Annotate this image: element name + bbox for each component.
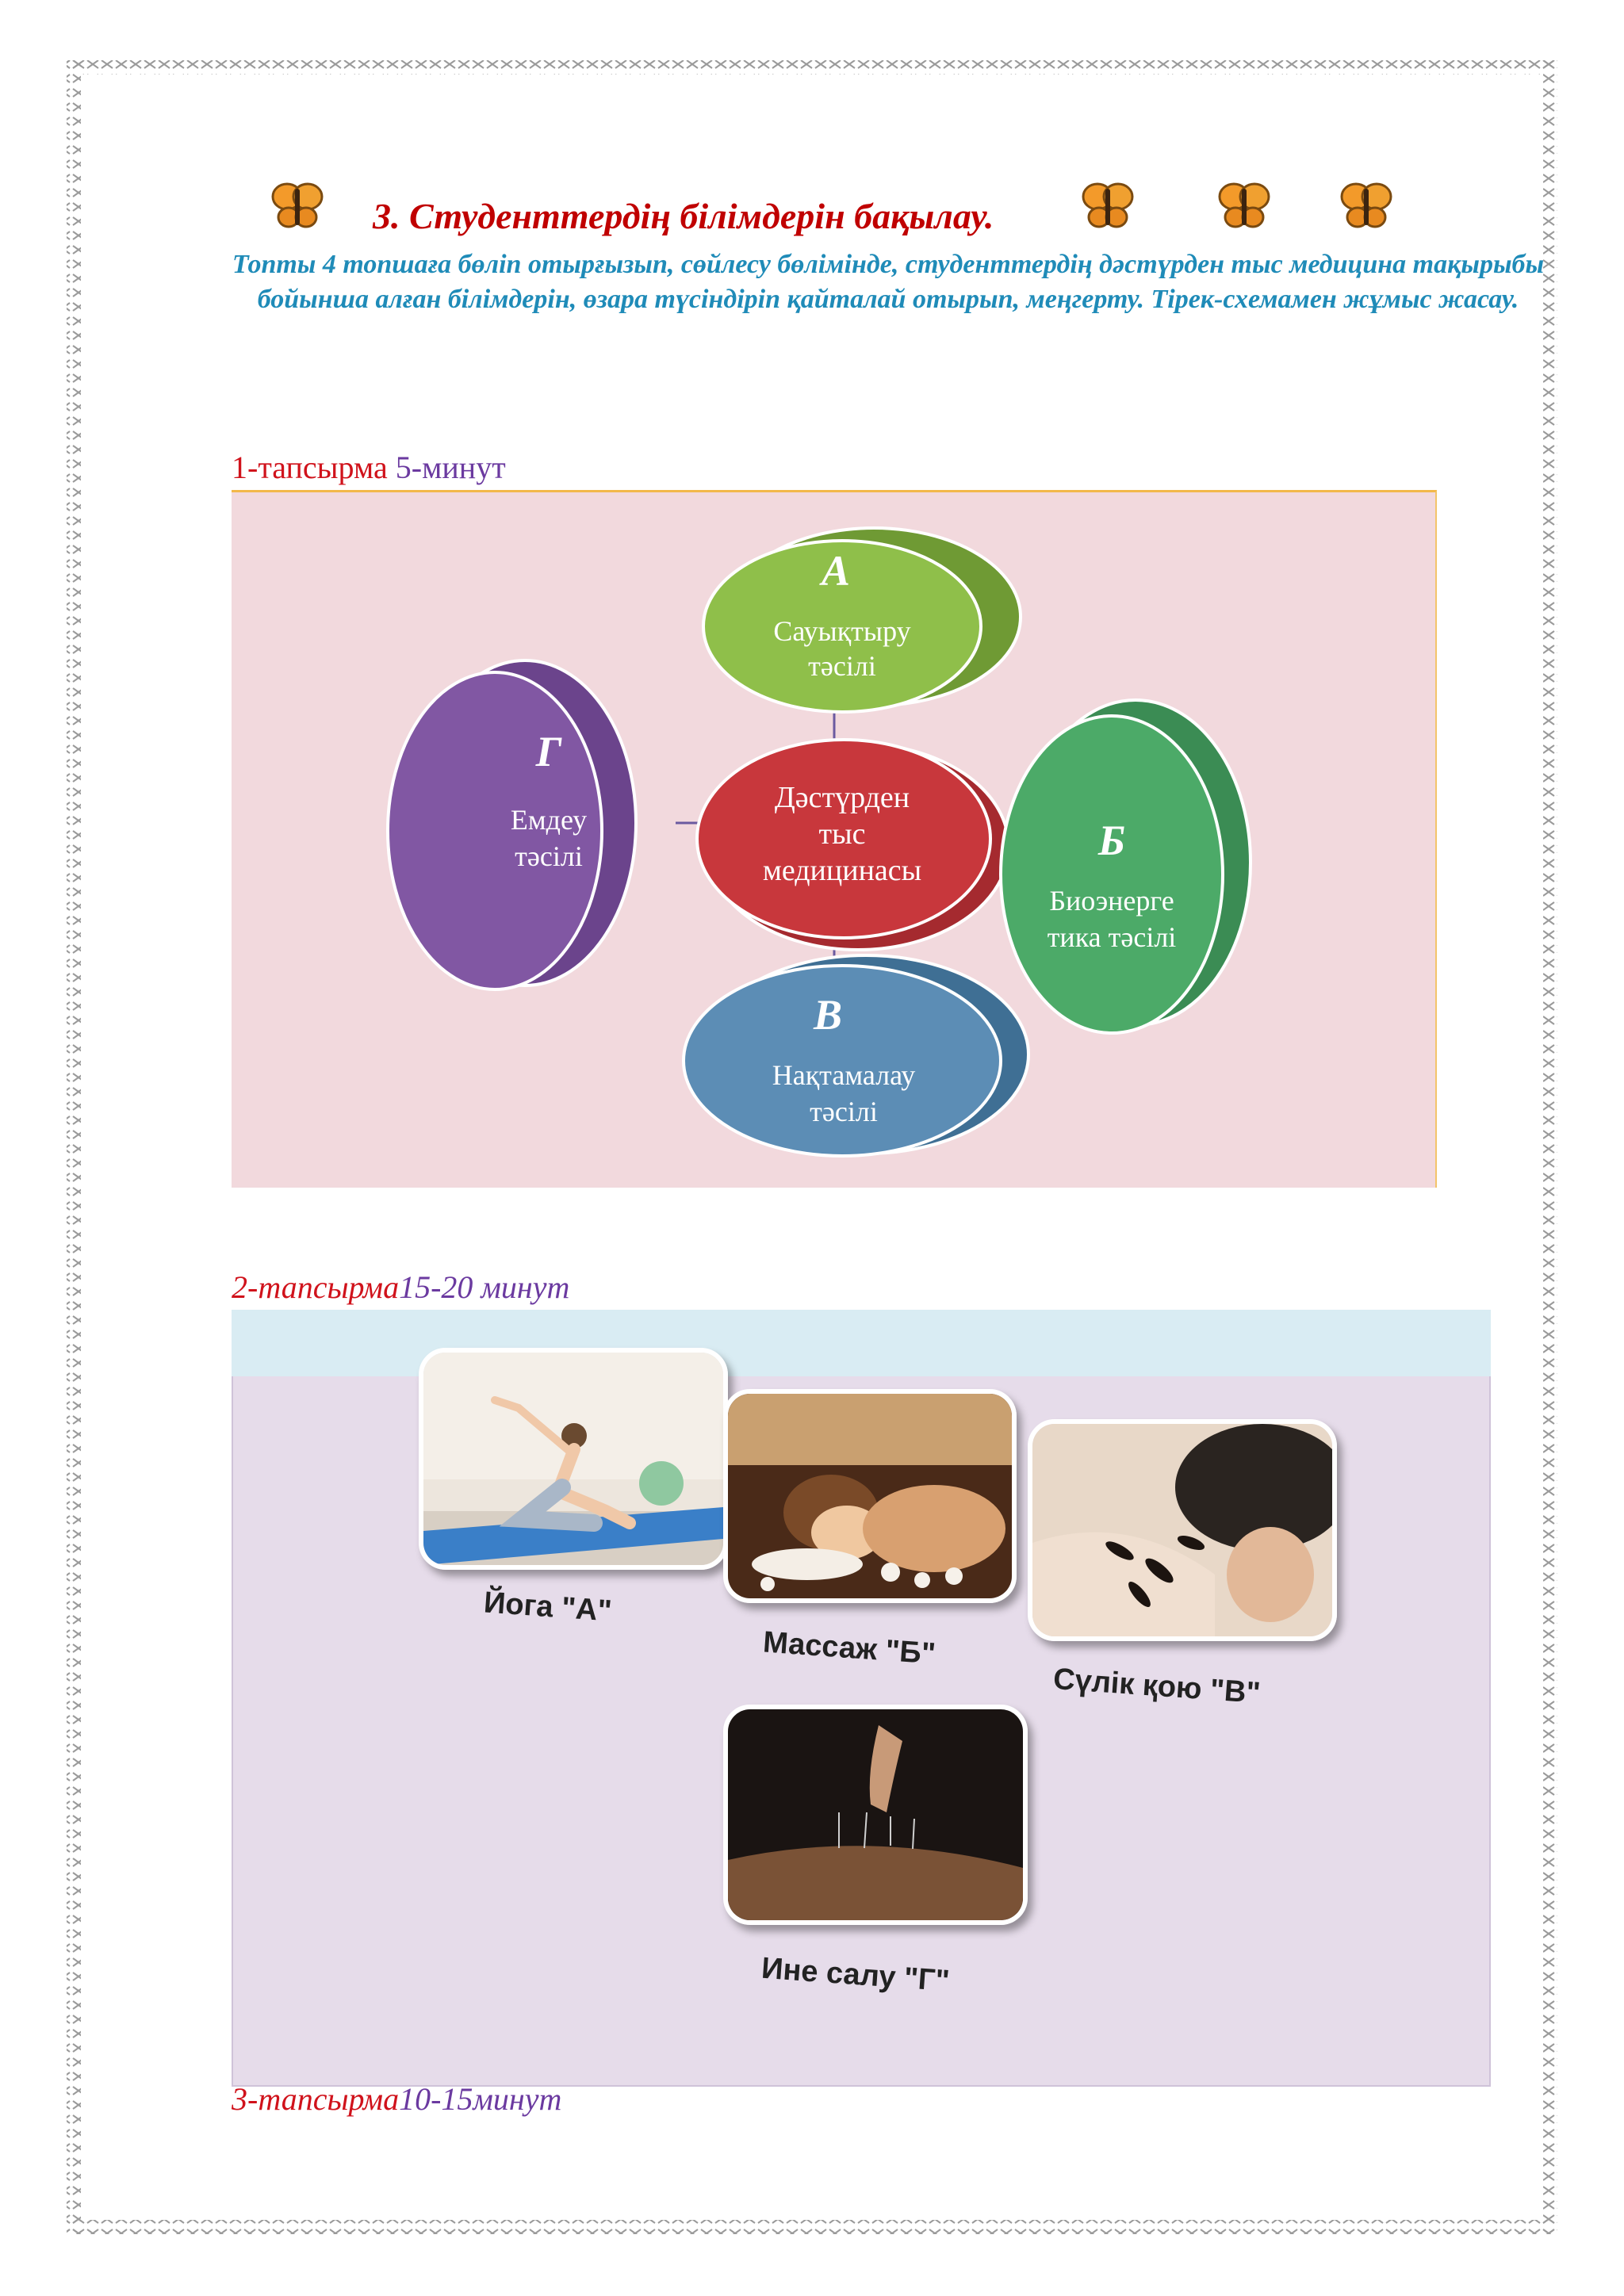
task-1-duration: 5-минут: [395, 450, 506, 485]
concept-diagram: А Сауықтыру тәсілі Дәстүрден тыс медицин…: [386, 526, 1252, 1158]
task-2-duration: 15-20 минут: [399, 1269, 570, 1305]
oval-g-letter: Г: [535, 728, 562, 775]
task-2-label: 2-тапсырма15-20 минут: [232, 1269, 569, 1306]
task-2-number: 2-тапсырма: [232, 1269, 400, 1305]
section-heading: 3. Студенттердің білімдерін бақылау.: [373, 196, 994, 236]
massage-photo: [723, 1389, 1017, 1603]
intro-paragraph: Топты 4 топшаға бөліп отырғызып, сөйлесу…: [232, 250, 1545, 314]
oval-a-line1: Сауықтыру: [773, 615, 910, 647]
oval-v-letter: В: [813, 991, 842, 1039]
oval-a-letter: А: [819, 547, 850, 595]
oval-g: [386, 671, 603, 991]
task-1-number: 1-тапсырма: [232, 450, 388, 485]
oval-a-line2: тәсілі: [808, 650, 876, 682]
leech-photo: [1028, 1419, 1337, 1641]
oval-center-line2: тыс: [818, 817, 865, 851]
butterfly-icon: [271, 182, 324, 228]
oval-v-line2: тәсілі: [810, 1096, 878, 1127]
task-3-label: 3-тапсырма10-15минут: [232, 2080, 561, 2118]
needle-photo: [723, 1705, 1028, 1925]
oval-b: [999, 714, 1224, 1035]
oval-b-line2: тика тәсілі: [1048, 921, 1177, 953]
butterfly-icon: [1082, 182, 1134, 228]
butterfly-icon: [1218, 182, 1270, 228]
oval-b-line1: Биоэнерге: [1049, 885, 1174, 916]
task-3-number: 3-тапсырма: [232, 2081, 400, 2117]
oval-center-line1: Дәстүрден: [775, 781, 910, 814]
yoga-photo: [419, 1348, 728, 1570]
task-3-duration: 10-15минут: [399, 2081, 562, 2117]
task-1-label: 1-тапсырма 5-минут: [232, 449, 506, 486]
oval-b-letter: Б: [1097, 817, 1125, 864]
oval-g-line1: Емдеу: [511, 804, 587, 836]
oval-g-line2: тәсілі: [515, 840, 583, 872]
oval-v-line1: Нақтамалау: [772, 1059, 916, 1091]
oval-center-line3: медицинасы: [763, 854, 921, 887]
oval-v: [682, 964, 1002, 1158]
oval-a: [702, 539, 982, 714]
butterfly-icon: [1340, 182, 1392, 228]
oval-center: [695, 738, 992, 939]
